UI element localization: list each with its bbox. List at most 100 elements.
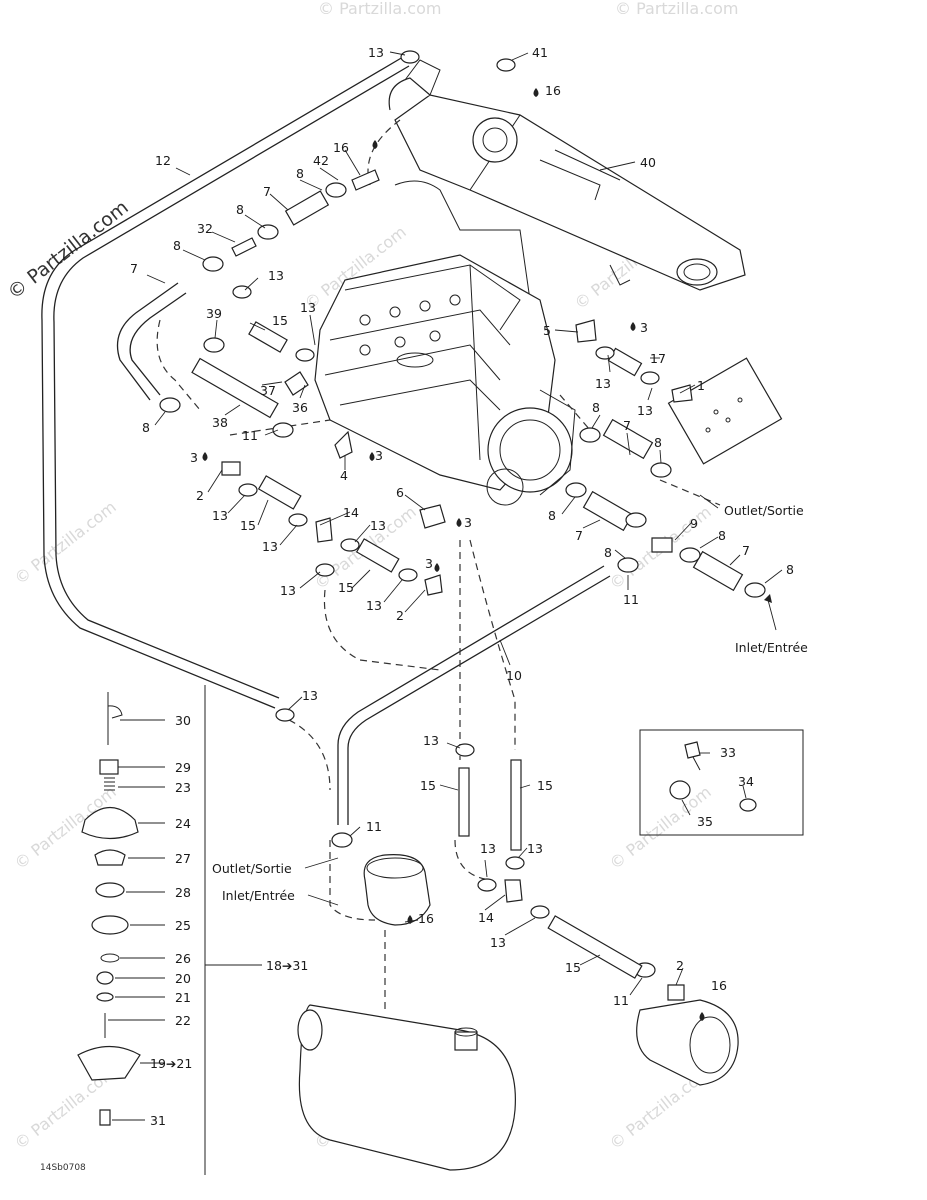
callout-10: 10 [506, 668, 522, 683]
flow-labels: Outlet/Sortie Inlet/Entrée Outlet/Sortie… [212, 503, 808, 903]
callout-35: 35 [697, 814, 713, 829]
callout-20: 20 [175, 971, 191, 986]
callout-38: 38 [212, 415, 228, 430]
callout-25: 25 [175, 918, 191, 933]
callout-22: 22 [175, 1013, 191, 1028]
callout-13: 13 [370, 518, 386, 533]
callout-14: 14 [343, 505, 359, 520]
outlet-label-right: Outlet/Sortie [724, 503, 804, 518]
callout-8: 8 [142, 420, 150, 435]
callout-3: 3 [640, 320, 648, 335]
callout-13: 13 [268, 268, 284, 283]
callout-13: 13 [280, 583, 296, 598]
callout-41: 41 [532, 45, 548, 60]
watermark-main: © Partzilla.com [4, 196, 133, 304]
callout-17: 17 [650, 351, 666, 366]
inlet-label-right: Inlet/Entrée [735, 640, 808, 655]
callout-36: 36 [292, 400, 308, 415]
callout-32: 32 [197, 221, 213, 236]
callout-8: 8 [786, 562, 794, 577]
callout-15: 15 [565, 960, 581, 975]
exhaust-pipe-drawing [388, 59, 746, 291]
lower-hoses [458, 759, 643, 979]
callout-16: 16 [418, 911, 434, 926]
watermark-tile: © Partzilla.com [11, 497, 120, 588]
watermark-tile: © Partzilla.com [615, 0, 738, 18]
callout-8: 8 [718, 528, 726, 543]
callout-3: 3 [464, 515, 472, 530]
callout-13: 13 [368, 45, 384, 60]
callout-24: 24 [175, 816, 191, 831]
callout-13: 13 [423, 733, 439, 748]
engine-block-drawing [314, 180, 576, 506]
callout-26: 26 [175, 951, 191, 966]
muffler-drawing [297, 1004, 516, 1171]
inlet-label-left: Inlet/Entrée [222, 888, 295, 903]
callout-8: 8 [604, 545, 612, 560]
callout-2: 2 [676, 958, 684, 973]
valve-assembly-drawing [77, 685, 262, 1175]
figure-code: 14Sb0708 [40, 1163, 86, 1173]
callout-14: 14 [478, 910, 494, 925]
callout-8: 8 [654, 435, 662, 450]
callout-7: 7 [130, 261, 138, 276]
callout-29: 29 [175, 760, 191, 775]
pipe-12-drawing [41, 56, 410, 709]
callout-3: 3 [425, 556, 433, 571]
callout-13: 13 [302, 688, 318, 703]
callout-13: 13 [527, 841, 543, 856]
fittings [221, 169, 693, 1001]
callout-range-19-21: 19➔21 [150, 1056, 192, 1071]
callout-4: 4 [340, 468, 348, 483]
callout-39: 39 [206, 306, 222, 321]
callout-11: 11 [623, 592, 639, 607]
hoses-left [116, 190, 400, 573]
callout-9: 9 [690, 516, 698, 531]
callout-7: 7 [742, 543, 750, 558]
flow-arrows [304, 494, 777, 906]
sealant-drops [202, 88, 705, 1021]
callout-16: 16 [545, 83, 561, 98]
callout-1: 1 [697, 378, 705, 393]
callout-15: 15 [272, 313, 288, 328]
callout-13: 13 [480, 841, 496, 856]
callout-11: 11 [613, 993, 629, 1008]
callout-8: 8 [592, 400, 600, 415]
callout-11: 11 [366, 819, 382, 834]
small-muffler-drawing [636, 999, 739, 1086]
callout-13: 13 [595, 376, 611, 391]
watermark-tile: © Partzilla.com [318, 0, 441, 18]
outlet-label-left: Outlet/Sortie [212, 861, 292, 876]
callout-16: 16 [333, 140, 349, 155]
callout-27: 27 [175, 851, 191, 866]
callout-11: 11 [242, 428, 258, 443]
callout-28: 28 [175, 885, 191, 900]
callout-3: 3 [375, 448, 383, 463]
callout-2: 2 [196, 488, 204, 503]
callout-7: 7 [575, 528, 583, 543]
clamps [159, 50, 766, 978]
callout-8: 8 [296, 166, 304, 181]
callout-37: 37 [260, 383, 276, 398]
callout-13: 13 [637, 403, 653, 418]
callout-15: 15 [537, 778, 553, 793]
hardware-inset [639, 729, 804, 836]
callout-13: 13 [212, 508, 228, 523]
callout-13: 13 [366, 598, 382, 613]
leader-lines [108, 51, 783, 1121]
callout-12: 12 [155, 153, 171, 168]
callout-8: 8 [236, 202, 244, 217]
callout-33: 33 [720, 745, 736, 760]
callout-40: 40 [640, 155, 656, 170]
callout-8: 8 [173, 238, 181, 253]
callout-2: 2 [396, 608, 404, 623]
callout-16: 16 [711, 978, 727, 993]
callout-range-18-31: 18➔31 [266, 958, 308, 973]
callout-7: 7 [263, 184, 271, 199]
callout-42: 42 [313, 153, 329, 168]
callout-34: 34 [738, 774, 754, 789]
callout-8: 8 [548, 508, 556, 523]
callout-23: 23 [175, 780, 191, 795]
callout-3: 3 [190, 450, 198, 465]
